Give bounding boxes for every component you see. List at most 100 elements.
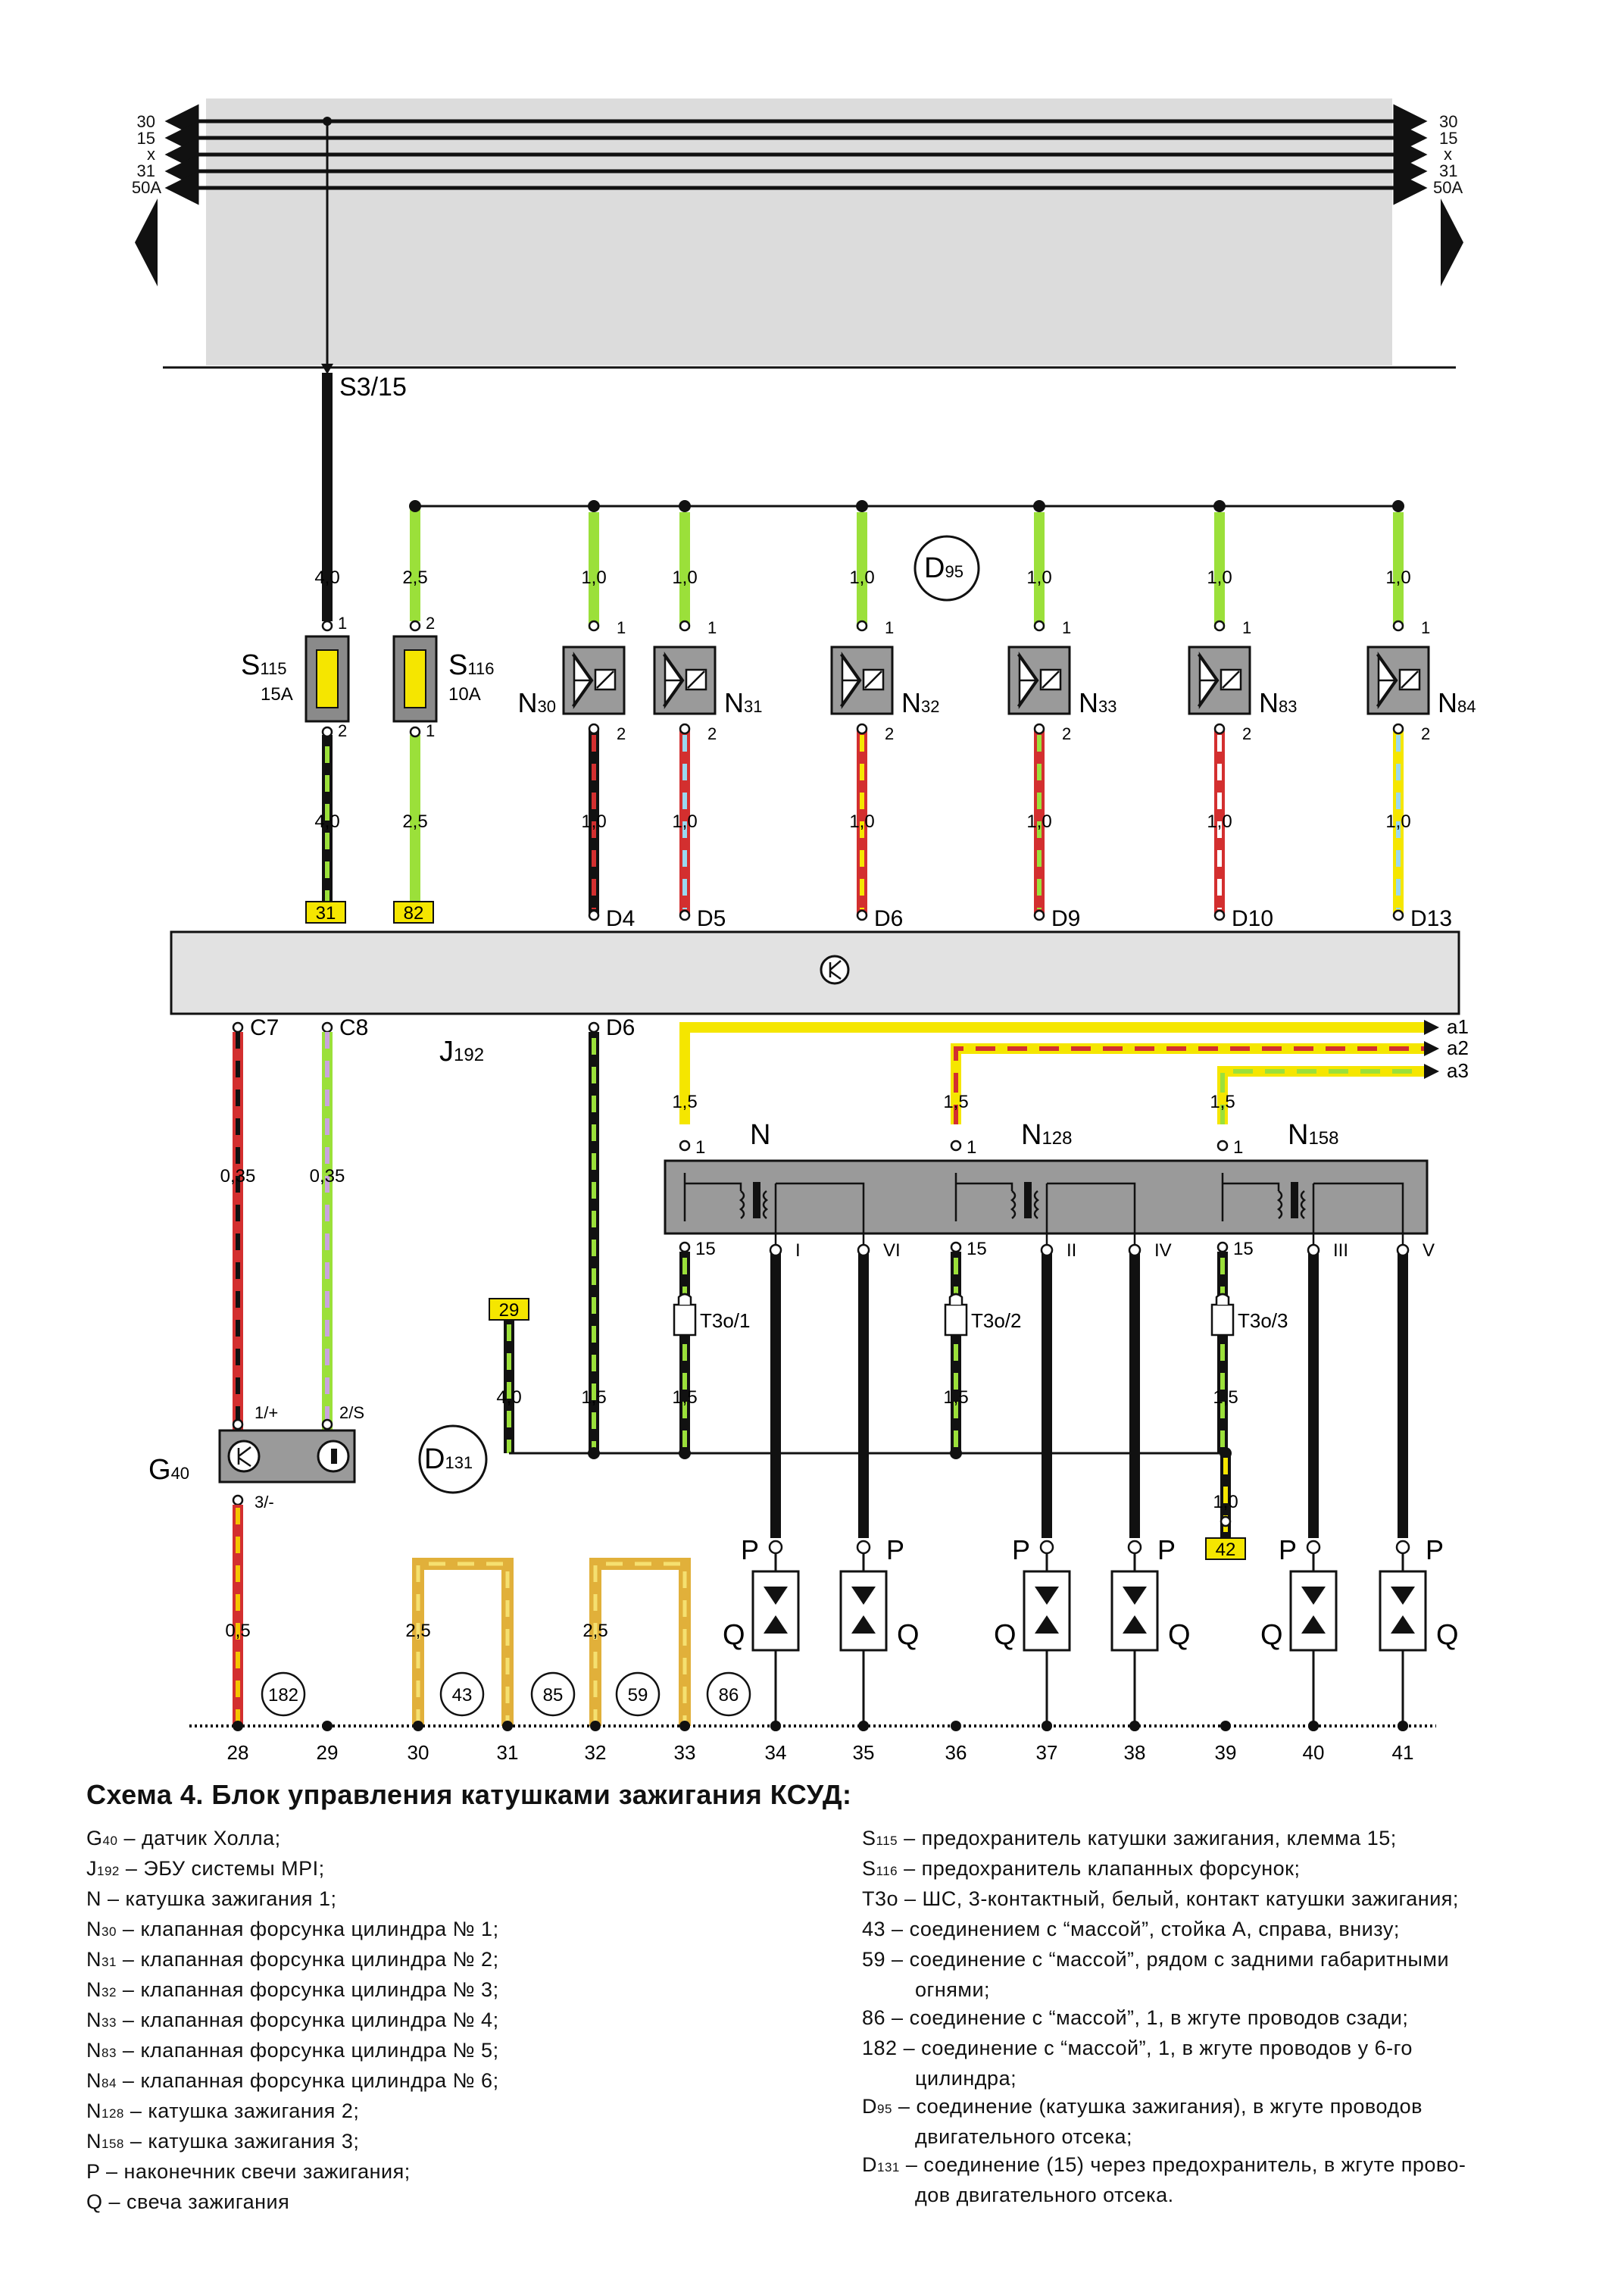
- legend-item: D95 – соединение (катушка зажигания), в …: [862, 2095, 1423, 2118]
- legend-item: S115 – предохранитель катушки зажигания,…: [862, 1827, 1397, 1849]
- svg-text:P: P: [741, 1534, 759, 1565]
- output-a3: a3: [1447, 1059, 1469, 1082]
- ecu-pin-d10: D10: [1232, 906, 1273, 931]
- svg-text:N158: N158: [1288, 1119, 1339, 1151]
- s115-wire-top: 4,0: [314, 567, 339, 588]
- grid-number-33: 33: [674, 1741, 696, 1764]
- transistor-icon: [820, 955, 850, 985]
- spark-plug-5: PQ: [1260, 1534, 1338, 1731]
- svg-text:2/S: 2/S: [339, 1403, 364, 1422]
- spark-plug-6: PQ: [1379, 1534, 1459, 1731]
- grid-dot-35: [858, 1721, 869, 1731]
- svg-text:1,5: 1,5: [672, 1092, 697, 1112]
- legend-item: 182 – соединение с “массой”, 1, в жгуте …: [862, 2037, 1413, 2059]
- svg-text:15: 15: [1233, 1239, 1254, 1259]
- grid-dot-29: [322, 1721, 333, 1731]
- grid-dot-40: [1308, 1721, 1319, 1731]
- svg-text:1,0: 1,0: [849, 567, 874, 588]
- output-a1: a1: [1447, 1015, 1469, 1038]
- svg-text:Q: Q: [1168, 1619, 1191, 1651]
- svg-text:N83: N83: [1259, 687, 1297, 718]
- svg-text:2: 2: [338, 721, 347, 740]
- legend-item: N30 – клапанная форсунка цилиндра № 1;: [86, 1918, 499, 1940]
- svg-text:2: 2: [1421, 724, 1430, 743]
- s115-wire-bottom: 4,0: [314, 811, 339, 832]
- bus-label-50a-left: 50A: [132, 178, 161, 197]
- legend-item: Q – свеча зажигания: [86, 2190, 290, 2213]
- grid-dot-34: [770, 1721, 781, 1731]
- grid-number-28: 28: [227, 1741, 249, 1764]
- grid-dot-39: [1220, 1721, 1231, 1731]
- svg-text:15: 15: [695, 1239, 716, 1259]
- fuse-s115-name: S115: [241, 649, 286, 681]
- bus-label-30-left: 30: [137, 112, 155, 131]
- svg-text:2: 2: [885, 724, 894, 743]
- legend-item: P – наконечник свечи зажигания;: [86, 2160, 411, 2183]
- svg-text:T3o/2: T3o/2: [971, 1309, 1022, 1332]
- svg-text:IV: IV: [1154, 1240, 1172, 1261]
- grid-number-40: 40: [1303, 1741, 1325, 1764]
- wiring-diagram: 30 15 x 31 50A 30 15 x 31 50A S3/15 4,0 …: [132, 98, 1476, 1764]
- legend-item: 59 – соединение с “массой”, рядом с задн…: [862, 1948, 1450, 1971]
- svg-text:1,0: 1,0: [581, 811, 606, 832]
- svg-text:P: P: [1279, 1534, 1297, 1565]
- svg-text:P: P: [1012, 1534, 1030, 1565]
- svg-text:1: 1: [967, 1137, 976, 1158]
- hall-label: G40: [148, 1454, 189, 1486]
- grid-dot-28: [233, 1721, 243, 1731]
- legend-item: N – катушка зажигания 1;: [86, 1887, 337, 1910]
- grid-dot-38: [1129, 1721, 1140, 1731]
- figure-caption: Схема 4. Блок управления катушками зажиг…: [86, 1779, 852, 1810]
- svg-text:1: 1: [707, 618, 717, 637]
- grid-number-31: 31: [497, 1741, 519, 1764]
- legend-item: D131 – соединение (15) через предохранит…: [862, 2153, 1466, 2176]
- svg-text:1,5: 1,5: [943, 1387, 968, 1408]
- svg-text:D95: D95: [924, 552, 963, 584]
- svg-text:42: 42: [1216, 1540, 1236, 1560]
- svg-text:1: 1: [1421, 618, 1430, 637]
- svg-text:Q: Q: [1436, 1619, 1459, 1651]
- svg-text:N33: N33: [1079, 687, 1116, 718]
- svg-text:1: 1: [617, 618, 626, 637]
- svg-text:1,5: 1,5: [581, 1387, 606, 1408]
- ground-59: 59: [628, 1685, 648, 1706]
- svg-text:Q: Q: [897, 1619, 920, 1651]
- svg-text:P: P: [886, 1534, 904, 1565]
- grid-dot-37: [1042, 1721, 1052, 1731]
- svg-text:2: 2: [1062, 724, 1071, 743]
- ecu-pin-d13: D13: [1410, 906, 1452, 931]
- legend-item: S116 – предохранитель клапанных форсунок…: [862, 1857, 1301, 1880]
- svg-text:1: 1: [1062, 618, 1071, 637]
- bus-label-31-right: 31: [1439, 161, 1457, 180]
- ecu-j192: [170, 930, 1460, 1015]
- s116-wire-top: 2,5: [402, 567, 427, 588]
- legend-item: N31 – клапанная форсунка цилиндра № 2;: [86, 1948, 499, 1971]
- svg-text:1/+: 1/+: [255, 1403, 278, 1422]
- ecu-pin-d6-bottom: D6: [606, 1015, 635, 1040]
- svg-text:1,0: 1,0: [581, 567, 606, 588]
- svg-text:1,5: 1,5: [1213, 1387, 1238, 1408]
- legend-item-continuation: цилиндра;: [915, 2067, 1017, 2090]
- bus-label-x-right: x: [1444, 145, 1452, 164]
- grid-dot-30: [413, 1721, 423, 1731]
- grid-dot-31: [502, 1721, 513, 1731]
- legend-item: N128 – катушка зажигания 2;: [86, 2099, 360, 2122]
- svg-text:1,0: 1,0: [1207, 567, 1232, 588]
- c7-wire: 0,35: [220, 1166, 256, 1187]
- legend-item: N84 – клапанная форсунка цилиндра № 6;: [86, 2069, 499, 2092]
- svg-text:29: 29: [499, 1300, 520, 1321]
- svg-text:N84: N84: [1438, 687, 1476, 718]
- svg-text:VI: VI: [883, 1240, 901, 1261]
- ecu-pin-d4: D4: [606, 906, 635, 931]
- grid-number-37: 37: [1036, 1741, 1058, 1764]
- svg-text:Q: Q: [723, 1619, 745, 1651]
- splice-d131: [418, 1424, 488, 1494]
- grid-number-34: 34: [765, 1741, 787, 1764]
- s116-wire-bottom: 2,5: [402, 811, 427, 832]
- svg-text:1,0: 1,0: [1026, 811, 1051, 832]
